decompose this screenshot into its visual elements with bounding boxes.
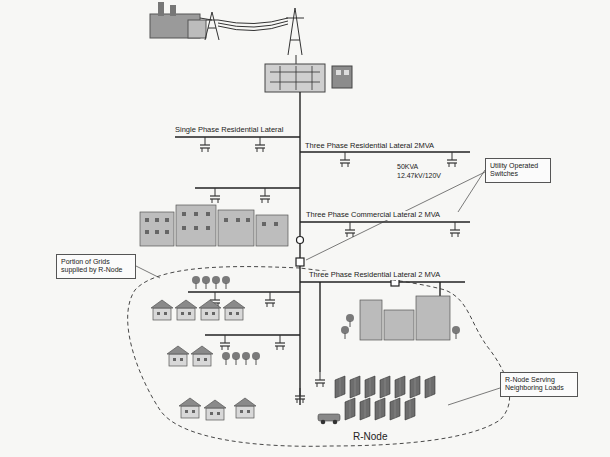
callout-box: Portion of Grids supplied by R-Node xyxy=(56,254,136,279)
callout-text: R-Node Serving Neighboring Loads xyxy=(505,376,573,393)
callout-box: Utility Operated Switches xyxy=(485,158,551,183)
lateral-label: Three Phase Residential Lateral 2 MVA xyxy=(308,271,441,280)
lateral-label: 50KVA xyxy=(396,163,419,171)
lateral-label: Three Phase Commercial Lateral 2 MVA xyxy=(305,211,441,220)
lateral-label: 12.47kV/120V xyxy=(396,172,442,180)
callout-text: Utility Operated Switches xyxy=(490,162,546,179)
region-label: R-Node xyxy=(352,431,388,443)
callout-text: Portion of Grids supplied by R-Node xyxy=(61,258,131,275)
lateral-label: Single Phase Residential Lateral xyxy=(174,126,284,135)
callout-box: R-Node Serving Neighboring Loads xyxy=(500,372,578,397)
lateral-label: Three Phase Residential Lateral 2MVA xyxy=(304,142,435,151)
